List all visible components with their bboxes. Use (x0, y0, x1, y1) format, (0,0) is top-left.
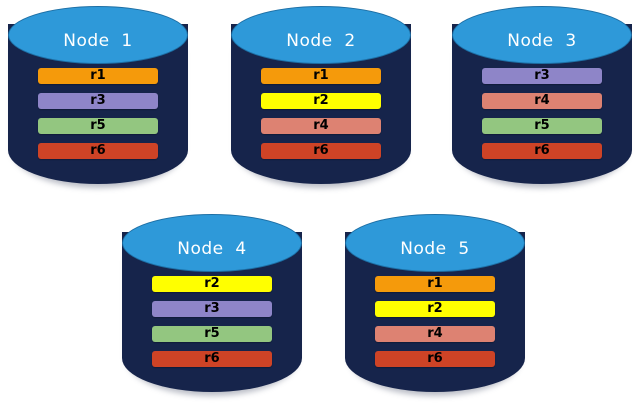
replica-list: r3 r4 r5 r6 (482, 68, 602, 159)
replica-bar[interactable]: r4 (375, 326, 495, 342)
replica-bar[interactable]: r2 (152, 276, 272, 292)
replica-bar[interactable]: r6 (375, 351, 495, 367)
replica-list: r2 r3 r5 r6 (152, 276, 272, 367)
replica-bar[interactable]: r3 (38, 93, 158, 109)
replica-list: r1 r2 r4 r6 (375, 276, 495, 367)
database-node[interactable]: Node 4 r2 r3 r5 r6 (122, 214, 302, 396)
replica-bar[interactable]: r3 (482, 68, 602, 84)
node-cylinder-top (452, 6, 632, 64)
replica-bar[interactable]: r4 (261, 118, 381, 134)
replica-bar[interactable]: r1 (38, 68, 158, 84)
replica-bar[interactable]: r5 (482, 118, 602, 134)
database-node[interactable]: Node 3 r3 r4 r5 r6 (452, 6, 632, 188)
node-cylinder-top (122, 214, 302, 272)
database-node[interactable]: Node 1 r1 r3 r5 r6 (8, 6, 188, 188)
node-title: Node 3 (507, 31, 577, 51)
replica-bar[interactable]: r6 (482, 143, 602, 159)
replica-list: r1 r3 r5 r6 (38, 68, 158, 159)
replica-bar[interactable]: r2 (261, 93, 381, 109)
node-title: Node 5 (400, 239, 470, 259)
replica-bar[interactable]: r6 (261, 143, 381, 159)
replica-bar[interactable]: r6 (152, 351, 272, 367)
replica-bar[interactable]: r3 (152, 301, 272, 317)
database-node[interactable]: Node 5 r1 r2 r4 r6 (345, 214, 525, 396)
node-title: Node 4 (177, 239, 247, 259)
replica-bar[interactable]: r1 (375, 276, 495, 292)
replica-bar[interactable]: r1 (261, 68, 381, 84)
node-title: Node 2 (286, 31, 356, 51)
replica-bar[interactable]: r6 (38, 143, 158, 159)
replica-list: r1 r2 r4 r6 (261, 68, 381, 159)
node-cylinder-top (8, 6, 188, 64)
node-title: Node 1 (63, 31, 133, 51)
replica-bar[interactable]: r4 (482, 93, 602, 109)
database-node[interactable]: Node 2 r1 r2 r4 r6 (231, 6, 411, 188)
node-cylinder-top (231, 6, 411, 64)
replica-bar[interactable]: r5 (38, 118, 158, 134)
node-cylinder-top (345, 214, 525, 272)
replica-bar[interactable]: r2 (375, 301, 495, 317)
replica-bar[interactable]: r5 (152, 326, 272, 342)
